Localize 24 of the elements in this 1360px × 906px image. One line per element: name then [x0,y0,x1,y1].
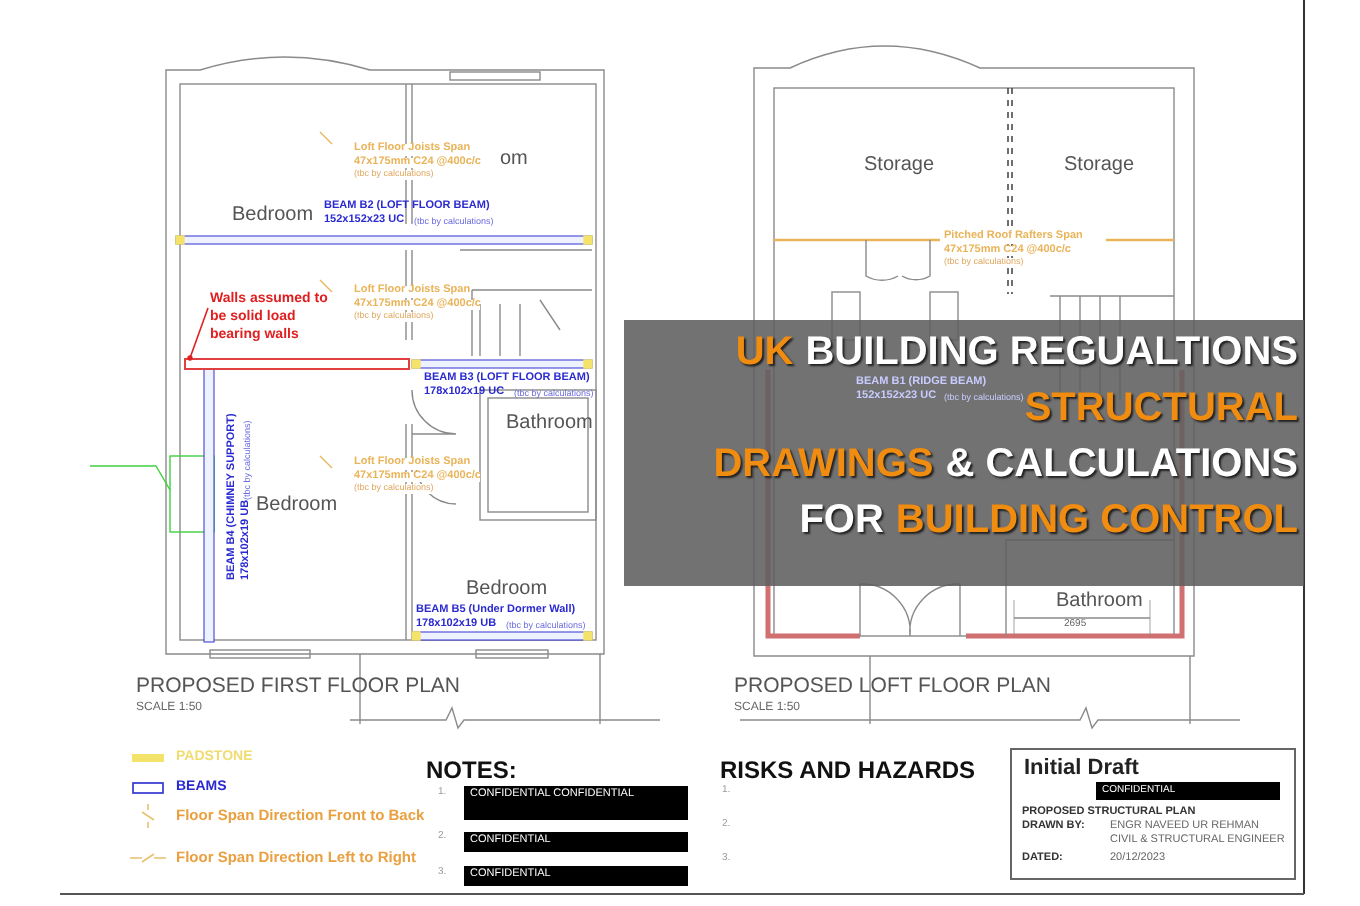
room-label: Bathroom [1056,592,1143,612]
banner-text: FOR [799,500,884,540]
title-block [1010,748,1296,880]
banner-text: UK [735,332,794,372]
banner-text: BUILDING REGUALTIONS [805,332,1298,372]
room-label: Bedroom [256,496,338,516]
section-heading: NOTES: [426,758,517,782]
load-bearing-wall [184,358,410,370]
room-label: Storage [864,156,935,176]
leader-line [187,307,209,361]
banner-text: & CALCULATIONS [945,444,1298,484]
plan-title: PROPOSED FIRST FLOOR PLAN [136,676,461,697]
plan-title: PROPOSED LOFT FLOOR PLAN [734,676,1052,697]
room-label: Bedroom [466,580,548,600]
room-label: Storage [1064,156,1135,176]
section-heading: RISKS AND HAZARDS [720,758,976,782]
banner-text: STRUCTURAL [1024,388,1298,428]
room-label: om [500,150,528,170]
banner-text: BUILDING CONTROL [895,500,1298,540]
banner-text: DRAWINGS [713,444,934,484]
title-banner [624,320,1304,586]
room-label: Bathroom [506,414,593,434]
title-text: Initial Draft [1024,758,1139,780]
room-label: Bedroom [232,206,314,226]
